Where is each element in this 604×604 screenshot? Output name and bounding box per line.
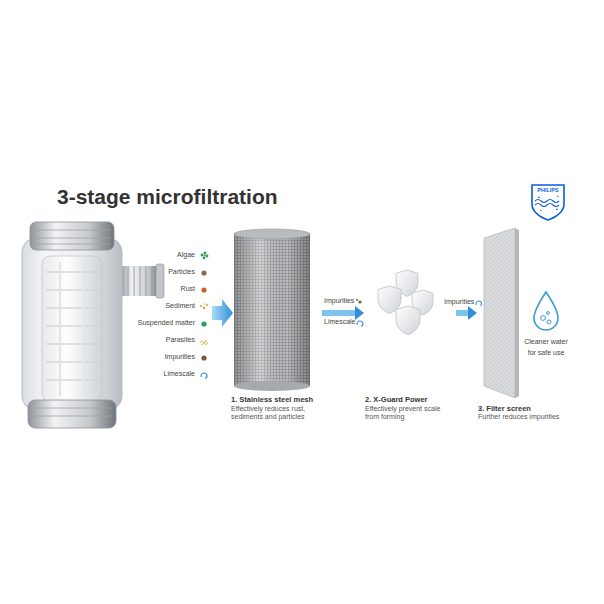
stage-description: Effectively prevent scale from forming <box>365 405 455 423</box>
diagram-label: Limescale <box>324 318 356 326</box>
flow-arrow <box>456 306 477 320</box>
diagram-label: Limescale <box>163 370 195 378</box>
stage-heading: 1. Stainless steel mesh <box>231 395 321 404</box>
stage-description: Effectively reduces rust, sediments and … <box>231 405 321 423</box>
diagram-label: Suspended matter <box>138 319 195 327</box>
inflow-arrow <box>212 299 233 327</box>
diagram-label: Algae <box>177 251 195 259</box>
stage-heading: 2. X-Guard Power <box>365 395 455 404</box>
stage-description: Further reduces impurities <box>478 413 580 422</box>
diagram-label: Parasites <box>166 336 195 344</box>
x-guard-shields <box>378 270 433 335</box>
diagram-label: Impurities <box>324 297 354 305</box>
diagram-label: Sediment <box>165 302 195 310</box>
mesh-cylinder <box>234 229 310 391</box>
diagram-label: Rust <box>181 285 195 293</box>
flow-arrow <box>322 306 364 320</box>
stage1-output-icons <box>356 299 363 326</box>
filter-screen-edge <box>515 228 519 398</box>
diagram-label: Impurities <box>444 298 474 306</box>
diagram-title: 3-stage microfiltration <box>57 185 278 209</box>
filter-screen <box>484 228 515 398</box>
impurity-icon <box>476 301 482 306</box>
diagram-label: for safe use <box>528 349 565 357</box>
stage-box: 2. X-Guard PowerEffectively prevent scal… <box>364 226 456 424</box>
diagram-label: Particles <box>168 268 195 276</box>
stage-box: 3. Filter screenFurther reduces impuriti… <box>477 226 581 424</box>
diagram-label: Impurities <box>165 353 195 361</box>
diagram-label: Cleaner water <box>524 338 568 346</box>
water-drop <box>534 292 558 330</box>
stage-box: 1. Stainless steel meshEffectively reduc… <box>230 226 322 424</box>
stage-heading: 3. Filter screen <box>478 404 580 413</box>
philips-logo <box>532 185 564 220</box>
contaminant-icons <box>200 252 208 378</box>
brand-name: PHILIPS <box>537 187 558 193</box>
